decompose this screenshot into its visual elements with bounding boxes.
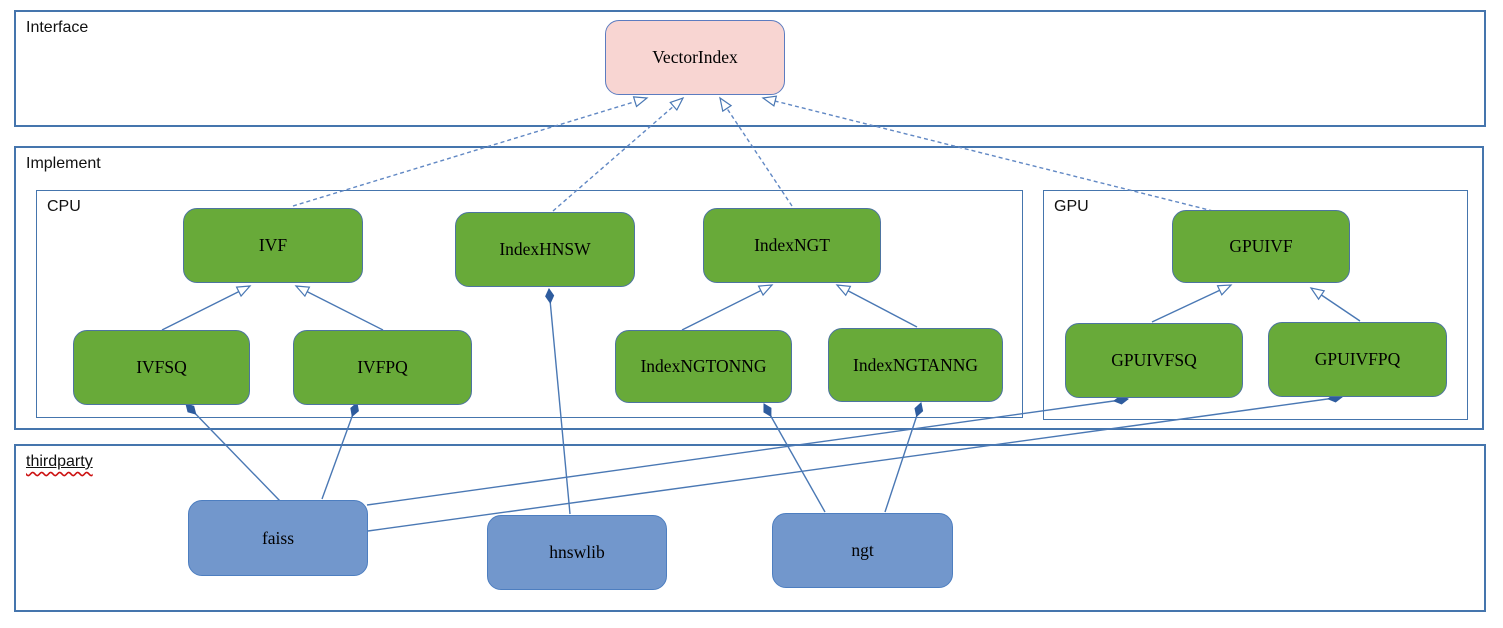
node-gpuivfsq: GPUIVFSQ bbox=[1065, 323, 1243, 398]
node-hnswlib-label: hnswlib bbox=[549, 542, 605, 562]
node-ivf: IVF bbox=[183, 208, 363, 283]
section-interface-label: Interface bbox=[26, 19, 89, 36]
subsection-cpu-label: CPU bbox=[47, 198, 81, 215]
node-indexngt: IndexNGT bbox=[703, 208, 881, 283]
node-ivfpq-label: IVFPQ bbox=[357, 357, 408, 377]
node-gpuivf: GPUIVF bbox=[1172, 210, 1350, 283]
section-implement-label: Implement bbox=[26, 155, 101, 172]
node-indexhnsw-label: IndexHNSW bbox=[499, 239, 591, 259]
node-hnswlib: hnswlib bbox=[487, 515, 667, 590]
node-gpuivfsq-label: GPUIVFSQ bbox=[1111, 350, 1197, 370]
node-ivfpq: IVFPQ bbox=[293, 330, 472, 405]
node-ivfsq: IVFSQ bbox=[73, 330, 250, 405]
subsection-gpu-label: GPU bbox=[1054, 198, 1089, 215]
node-indexngt-label: IndexNGT bbox=[754, 235, 830, 255]
node-vectorindex: VectorIndex bbox=[605, 20, 785, 95]
node-ngt: ngt bbox=[772, 513, 953, 588]
node-gpuivfpq-label: GPUIVFPQ bbox=[1314, 349, 1401, 369]
thirdparty-misspelled-text: thirdparty bbox=[26, 453, 93, 470]
section-thirdparty-label: thirdparty bbox=[26, 453, 93, 471]
node-gpuivfpq: GPUIVFPQ bbox=[1268, 322, 1447, 397]
node-ivfsq-label: IVFSQ bbox=[136, 357, 187, 377]
node-indexngtanng-label: IndexNGTANNG bbox=[853, 354, 978, 375]
node-ivf-label: IVF bbox=[258, 235, 288, 255]
node-indexhnsw: IndexHNSW bbox=[455, 212, 635, 287]
node-faiss: faiss bbox=[188, 500, 368, 576]
node-indexngtanng: IndexNGTANNG bbox=[828, 328, 1003, 402]
node-gpuivf-label: GPUIVF bbox=[1229, 236, 1293, 256]
node-vectorindex-label: VectorIndex bbox=[652, 47, 738, 67]
node-faiss-label: faiss bbox=[261, 527, 295, 548]
node-indexngtonng-label: IndexNGTONNG bbox=[640, 356, 767, 376]
node-ngt-label: ngt bbox=[851, 540, 874, 560]
node-indexngtonng: IndexNGTONNG bbox=[615, 330, 792, 403]
